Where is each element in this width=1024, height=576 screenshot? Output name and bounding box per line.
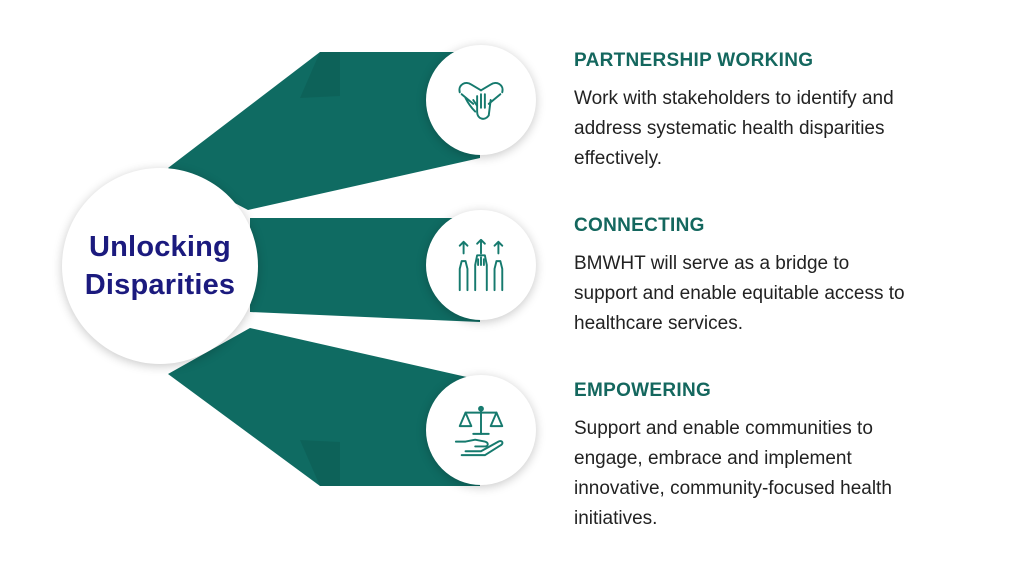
partnership-description: Work with stakeholders to identify and a… [574,88,894,169]
connecting-icon-circle [426,210,536,320]
partnership-icon-circle [426,45,536,155]
empowering-heading: EMPOWERING [574,380,712,401]
connecting-description: BMWHT will serve as a bridge to support … [574,253,905,334]
center-title-line2: Disparities [84,269,236,301]
empowering-icon-circle [426,375,536,485]
band-bottom-shade [300,440,340,486]
band-top-shade [300,52,340,98]
center-title: Unlocking Disparities [85,228,236,304]
scales-in-hand-icon [454,405,504,457]
hands-together-icon [458,82,504,120]
partnership-heading: PARTNERSHIP WORKING [574,50,814,71]
center-circle: Unlocking Disparities [62,168,258,364]
center-title-line1: Unlocking [89,231,231,263]
connecting-block: CONNECTING BMWHT will serve as a bridge … [574,215,994,339]
band-top [168,52,480,210]
band-bottom [168,328,480,486]
empowering-block: EMPOWERING Support and enable communitie… [574,380,994,534]
raised-hands-arrows-icon [458,238,504,292]
empowering-description: Support and enable communities to engage… [574,418,892,529]
band-middle [250,218,480,322]
partnership-block: PARTNERSHIP WORKING Work with stakeholde… [574,50,994,174]
connecting-heading: CONNECTING [574,215,705,236]
